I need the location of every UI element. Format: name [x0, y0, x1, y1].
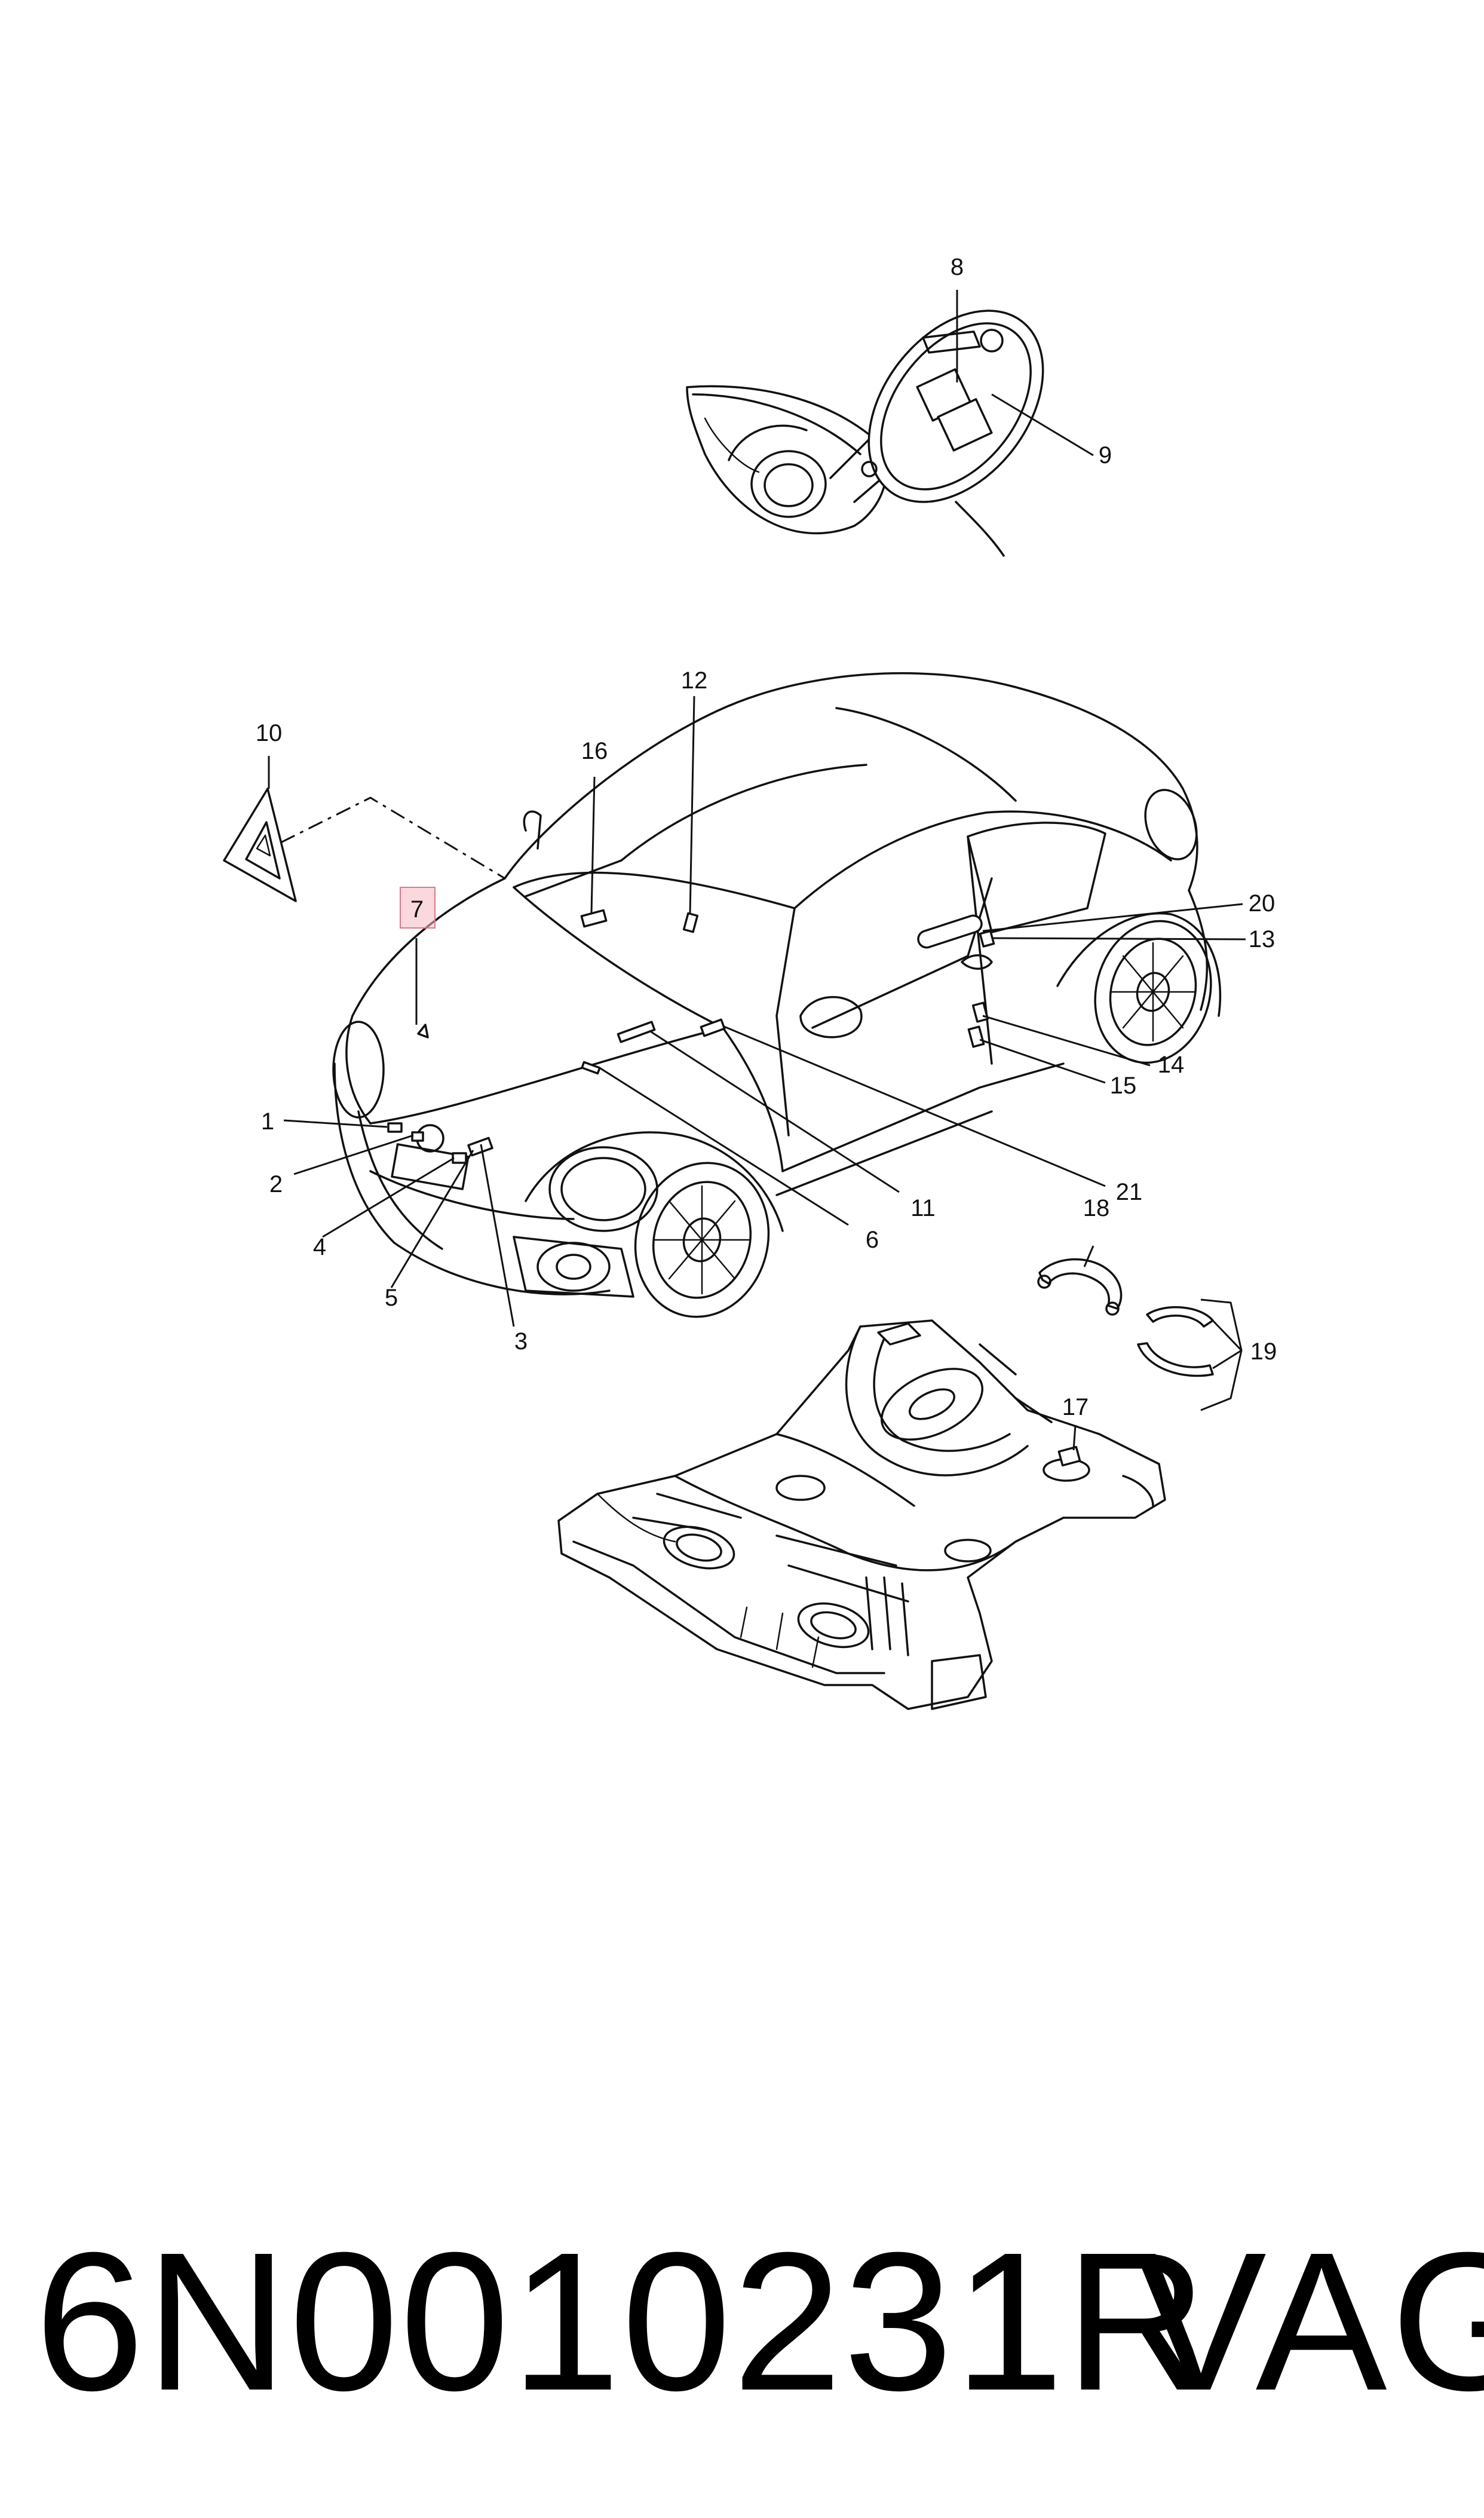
callout-12[interactable]: 12 — [681, 667, 708, 694]
callout-5[interactable]: 5 — [385, 1285, 398, 1311]
seal-rings-drawing — [1037, 1258, 1214, 1377]
brand-label: VAG — [1135, 2211, 1484, 2431]
callout-20[interactable]: 20 — [1249, 890, 1275, 917]
warning-triangle-sticker — [223, 788, 505, 902]
callout-15[interactable]: 15 — [1110, 1073, 1137, 1099]
callout-7-highlight — [400, 887, 436, 929]
parts-diagram: 8 9 10 12 16 7 20 13 14 15 1 2 4 5 3 6 1… — [223, 254, 1277, 1710]
callout-10[interactable]: 10 — [256, 720, 283, 746]
leader-lines — [268, 290, 1246, 1451]
callout-16[interactable]: 16 — [581, 738, 608, 764]
callout-7[interactable]: 7 — [410, 896, 424, 923]
callout-19[interactable]: 19 — [1250, 1338, 1277, 1365]
callout-13[interactable]: 13 — [1249, 926, 1275, 952]
callout-21[interactable]: 21 — [1116, 1179, 1143, 1205]
callout-8[interactable]: 8 — [951, 254, 964, 280]
part-number-label: 6N0010231R — [35, 2211, 1209, 2431]
callout-11[interactable]: 11 — [910, 1195, 936, 1221]
floor-pan-drawing — [557, 1319, 1166, 1710]
callout-9[interactable]: 9 — [1099, 442, 1112, 468]
callout-3[interactable]: 3 — [514, 1328, 528, 1355]
car-body-drawing — [332, 672, 1222, 1318]
callout-18[interactable]: 18 — [1083, 1195, 1110, 1221]
callout-1[interactable]: 1 — [261, 1108, 274, 1135]
callout-2[interactable]: 2 — [269, 1171, 283, 1197]
callout-17[interactable]: 17 — [1062, 1394, 1089, 1420]
fuel-filler-flap-drawing — [686, 310, 1044, 557]
callout-14[interactable]: 14 — [1158, 1052, 1185, 1078]
callout-4[interactable]: 4 — [313, 1234, 326, 1260]
callout-6[interactable]: 6 — [866, 1227, 879, 1253]
callout-numbers: 8 9 10 12 16 7 20 13 14 15 1 2 4 5 3 6 1… — [256, 254, 1277, 1420]
